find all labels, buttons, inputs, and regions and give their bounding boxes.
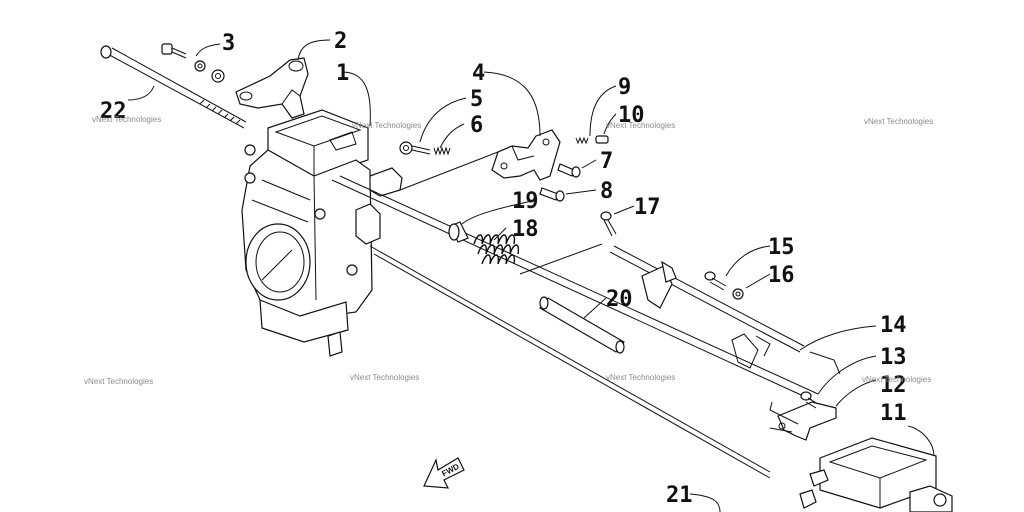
- watermark-text: vNext Technologies: [606, 373, 675, 382]
- screw-washers-part-3: [161, 43, 225, 83]
- part-label-2: 2: [334, 29, 347, 54]
- screw-spring-parts-5-6: [399, 141, 451, 156]
- part-label-14: 14: [880, 313, 907, 338]
- part-label-10: 10: [618, 103, 645, 128]
- watermark-text: vNext Technologies: [350, 373, 419, 382]
- fwd-direction-arrow: FWD: [423, 457, 465, 489]
- tube-part-20: [539, 296, 625, 354]
- assembly-outline-lines: [369, 151, 841, 479]
- part-label-3: 3: [222, 31, 235, 56]
- part-label-5: 5: [470, 87, 483, 112]
- watermark-text: vNext Technologies: [606, 121, 675, 130]
- carburetor-body-part-1: [241, 109, 403, 357]
- screw-part-7: [557, 163, 581, 178]
- bushing-part-19: [448, 221, 469, 243]
- bracket-part-4: [491, 129, 561, 181]
- part-label-18: 18: [512, 217, 539, 242]
- washer-part-16: [732, 288, 744, 300]
- part-label-6: 6: [470, 113, 483, 138]
- bracket-parts-12-13: [777, 391, 837, 441]
- screw-part-15: [704, 271, 727, 291]
- carburetor-body-part-11: [799, 437, 953, 512]
- watermark-text: vNext Technologies: [84, 377, 153, 386]
- part-label-20: 20: [606, 287, 633, 312]
- part-label-13: 13: [880, 345, 907, 370]
- watermarks: vNext Technologies vNext Technologies vN…: [84, 115, 933, 386]
- throttle-shaft: [331, 175, 819, 401]
- part-label-15: 15: [768, 235, 795, 260]
- part-label-12: 12: [880, 373, 907, 398]
- spring-pin-parts-9-10: [575, 135, 609, 145]
- part-label-16: 16: [768, 263, 795, 288]
- torsion-spring-part-18: [473, 234, 520, 265]
- watermark-text: vNext Technologies: [92, 115, 161, 124]
- part-label-1: 1: [336, 61, 349, 86]
- part-label-4: 4: [472, 61, 485, 86]
- screw-part-17: [600, 211, 617, 237]
- part-label-8: 8: [600, 179, 613, 204]
- throttle-lever-assembly: [609, 245, 805, 369]
- watermark-text: vNext Technologies: [864, 117, 933, 126]
- watermark-text: vNext Technologies: [862, 375, 931, 384]
- part-number-labels: 1 2 3 4 5 6 7 8 9 10 11 12 13 14 15 16 1…: [100, 29, 907, 508]
- part-label-9: 9: [618, 75, 631, 100]
- bracket-part-2: [235, 57, 309, 119]
- long-rod-part-22: [100, 45, 247, 129]
- part-label-17: 17: [634, 195, 661, 220]
- part-label-22: 22: [100, 99, 127, 124]
- leader-lines: [127, 39, 935, 512]
- part-label-7: 7: [600, 149, 613, 174]
- part-label-19: 19: [512, 189, 539, 214]
- watermark-text: vNext Technologies: [352, 121, 421, 130]
- part-label-11: 11: [880, 401, 907, 426]
- screw-part-8: [539, 187, 565, 202]
- part-label-21: 21: [666, 483, 693, 508]
